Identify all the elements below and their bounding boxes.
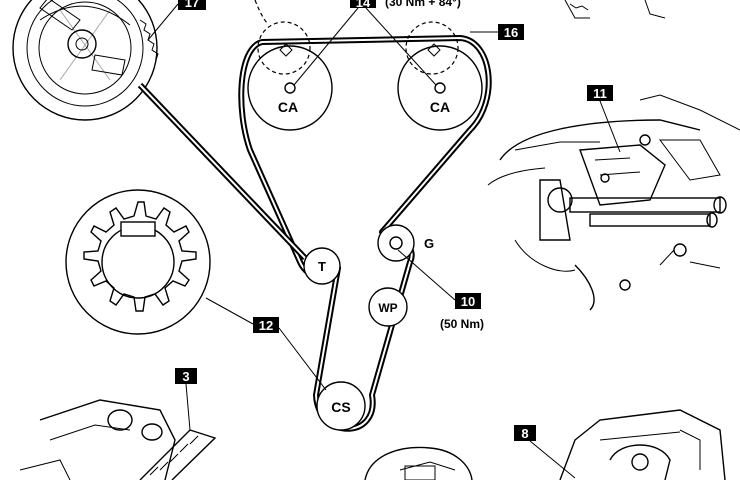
svg-text:T: T [318, 259, 326, 274]
camshaft-pulley-left: CA [247, 21, 333, 131]
bottom-right-detail [559, 409, 726, 480]
callout-16: 16 [470, 24, 524, 40]
svg-text:8: 8 [521, 426, 528, 441]
bottom-left-tool-detail [19, 399, 217, 480]
svg-text:WP: WP [378, 301, 397, 315]
svg-text:CA: CA [430, 99, 450, 115]
top-right-hardware [564, 0, 666, 19]
svg-text:CA: CA [278, 99, 298, 115]
callout-10: 10 (50 Nm) [397, 249, 484, 331]
callout-14: 14 (30 Nm + 84°) [293, 0, 461, 86]
callout-11: 11 [587, 85, 621, 153]
svg-text:14: 14 [356, 0, 371, 10]
callout-12: 12 [205, 297, 327, 391]
tensioner-pulley: T [303, 247, 341, 285]
callout-3: 3 [175, 368, 197, 431]
svg-text:CS: CS [331, 399, 350, 415]
svg-text:3: 3 [182, 369, 189, 384]
crankshaft-pulley: CS [316, 381, 366, 431]
callout-8: 8 [514, 425, 576, 479]
bottom-center-detail [364, 446, 473, 480]
tensioner-detail [12, 0, 159, 121]
idler-pulley: G [377, 224, 434, 262]
svg-text:10: 10 [461, 294, 475, 309]
svg-text:16: 16 [504, 25, 518, 40]
svg-text:G: G [424, 236, 434, 251]
svg-text:(50 Nm): (50 Nm) [440, 317, 484, 331]
svg-text:(30 Nm + 84°): (30 Nm + 84°) [385, 0, 461, 9]
camshaft-lock-tool-detail [487, 94, 740, 311]
crank-sprocket-detail [65, 189, 211, 335]
svg-text:17: 17 [185, 0, 199, 10]
svg-text:12: 12 [259, 318, 273, 333]
callout-17: 17 [147, 0, 206, 41]
svg-text:11: 11 [593, 86, 607, 101]
water-pump-pulley: WP [368, 287, 408, 327]
